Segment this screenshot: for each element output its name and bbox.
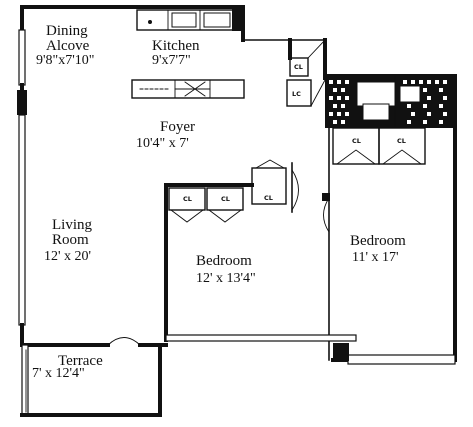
terrace-dimensions: 7' x 12'4" (32, 366, 85, 381)
living-room-label-1: Living (52, 217, 92, 233)
dining-alcove-dimensions: 9'8"x7'10" (36, 53, 94, 68)
bedroom-2-label: Bedroom (350, 233, 406, 249)
door-swings (291, 169, 330, 233)
closet-label-bedroom1-a: CL (183, 195, 192, 203)
closet-label-bedroom2-a: CL (352, 137, 361, 145)
bathroom (325, 75, 455, 129)
dining-alcove-label-1: Dining (46, 23, 88, 39)
closet-label-bedroom2-b: CL (397, 137, 406, 145)
closets (168, 79, 426, 223)
kitchen-fixtures (131, 9, 326, 99)
kitchen-dimensions: 9'x7'7" (152, 53, 191, 68)
kitchen-label: Kitchen (152, 38, 200, 54)
dining-alcove-label-2: Alcove (46, 38, 90, 54)
bedroom-1-label: Bedroom (196, 253, 252, 269)
closet-labels: CL LC CL CL CL CL CL (183, 63, 406, 203)
closet-label-lc: LC (292, 90, 301, 98)
closet-label-bedroom1-b: CL (221, 195, 230, 203)
closet-label-bedroom1-c: CL (264, 194, 273, 202)
foyer-label: Foyer (160, 119, 195, 135)
bedroom-1-dimensions: 12' x 13'4" (196, 271, 256, 286)
closet-label-kitchen: CL (294, 63, 303, 71)
foyer-dimensions: 10'4" x 7' (136, 136, 189, 151)
terrace-label: Terrace (58, 353, 103, 369)
bedroom-2-dimensions: 11' x 17' (352, 250, 399, 265)
living-room-label-2: Room (52, 232, 89, 248)
room-labels: Dining Alcove 9'8"x7'10" Kitchen 9'x7'7"… (32, 23, 406, 381)
living-room-dimensions: 12' x 20' (44, 249, 91, 264)
